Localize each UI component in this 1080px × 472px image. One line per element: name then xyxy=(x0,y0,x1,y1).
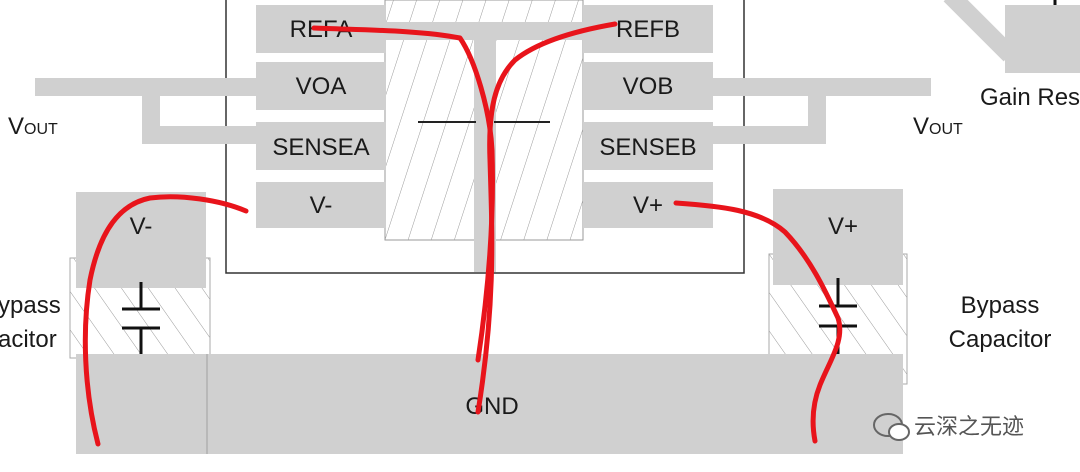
pin-label-vminus: V- xyxy=(310,192,333,219)
right-pad-label: V+ xyxy=(828,213,858,240)
pin-voa xyxy=(256,62,386,110)
vout-left-label: VOUT xyxy=(8,113,58,140)
gain-res-pad xyxy=(1005,5,1080,73)
gnd-label: GND xyxy=(465,393,518,420)
vout-right-sense-trace xyxy=(713,126,826,144)
pin-label-vplus: V+ xyxy=(633,192,663,219)
bypass-left-line1: ypass xyxy=(0,292,61,319)
pin-label-sensea: SENSEA xyxy=(272,134,369,161)
pin-label-vob: VOB xyxy=(623,73,674,100)
bypass-left-line2: acitor xyxy=(0,326,57,353)
pin-sensea xyxy=(256,122,386,170)
gnd-plane xyxy=(76,354,903,454)
right-vplus-pad xyxy=(773,189,903,285)
wechat-icon-small xyxy=(888,423,910,441)
bypass-right-line2: Capacitor xyxy=(949,326,1052,353)
gain-res-trace xyxy=(943,0,1017,62)
red-stroke-refb-gnd xyxy=(475,21,618,415)
pin-refb xyxy=(583,5,713,53)
vout-left-sense-trace xyxy=(142,126,257,144)
pin-senseb xyxy=(583,122,713,170)
pin-label-senseb: SENSEB xyxy=(599,134,696,161)
left-pad-label: V- xyxy=(130,213,153,240)
pin-label-voa: VOA xyxy=(296,73,347,100)
red-annotations xyxy=(82,21,843,447)
watermark-text: 云深之无迹 xyxy=(914,415,1024,440)
vout-right-label: VOUT xyxy=(913,113,963,140)
left-vminus-pad xyxy=(76,192,206,288)
gain-res-label: Gain Res xyxy=(980,84,1080,111)
pin-vminus xyxy=(256,182,386,228)
watermark: 云深之无迹 xyxy=(873,413,1024,441)
red-stroke-vminus-gnd xyxy=(82,194,249,447)
bypass-right-line1: Bypass xyxy=(961,292,1040,319)
pin-vob xyxy=(583,62,713,110)
red-stroke-vplus-gnd xyxy=(673,200,843,444)
pin-label-refb: REFB xyxy=(616,16,680,43)
gnd-plane-seam xyxy=(206,354,208,454)
